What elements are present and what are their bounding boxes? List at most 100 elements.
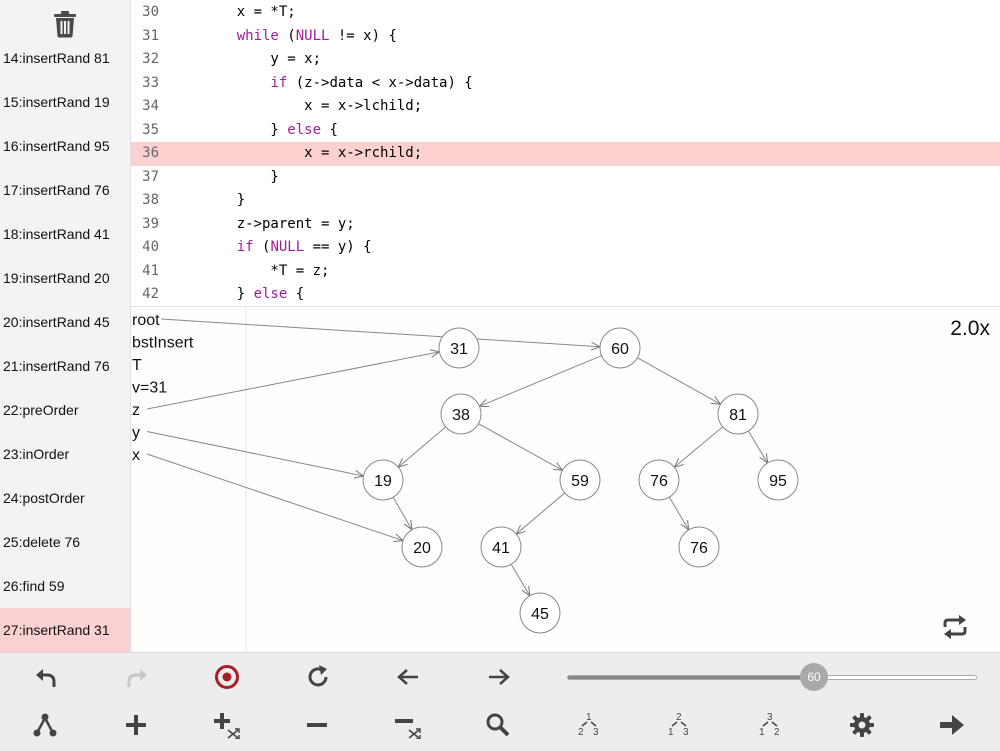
step-slider[interactable]: 60 (567, 663, 977, 691)
tree-node[interactable] (638, 459, 680, 501)
history-item[interactable]: 14:insertRand 81 (3, 50, 110, 66)
line-number: 37 (142, 168, 159, 185)
code-text: while (NULL != x) { (236, 27, 397, 44)
svg-text:3: 3 (683, 727, 689, 738)
tree-node-label: 41 (492, 540, 510, 557)
plus-random-icon[interactable] (206, 705, 246, 745)
history-item[interactable]: 23:inOrder (3, 446, 70, 462)
history-item[interactable]: 20:insertRand 45 (3, 314, 110, 330)
history-item[interactable]: 22:preOrder (3, 402, 79, 418)
tree-node[interactable] (678, 526, 720, 568)
tree-edge (479, 355, 602, 407)
code-text: x = x->rchild; (203, 145, 423, 161)
gear-icon[interactable] (842, 705, 882, 745)
tree-node-label: 76 (650, 473, 668, 490)
tree-edge (747, 430, 767, 463)
tree-node[interactable] (440, 393, 482, 435)
line-number: 42 (142, 286, 159, 302)
svg-text:2: 2 (676, 712, 682, 723)
next-arrow-icon[interactable] (932, 705, 972, 745)
code-line: 36 x = x->rchild; (131, 142, 1000, 166)
undo-icon[interactable] (26, 657, 66, 697)
variable-label: z (132, 402, 140, 419)
code-line: 30 x = *T; (131, 1, 1000, 25)
line-number: 30 (142, 4, 159, 20)
minus-random-icon[interactable] (387, 705, 427, 745)
arrow-right-icon[interactable] (479, 657, 519, 697)
refresh-icon[interactable] (298, 657, 338, 697)
line-number: 39 (142, 215, 159, 232)
line-number: 32 (142, 51, 159, 67)
line-number: 31 (142, 27, 159, 44)
zoom-level: 2.0x (950, 317, 990, 340)
history-item[interactable]: 21:insertRand 76 (3, 358, 110, 374)
tree-node-label: 59 (571, 473, 589, 490)
minus-icon[interactable] (297, 705, 337, 745)
tree-node[interactable] (757, 459, 799, 501)
code-line: 33 if (z->data < x->data) { (131, 72, 1000, 96)
code-text: if (NULL == y) { (236, 239, 372, 255)
tree-node[interactable] (599, 327, 641, 369)
pointer-arrow (160, 318, 600, 347)
tree-node[interactable] (519, 592, 561, 634)
search-icon[interactable] (478, 705, 518, 745)
code-line: 42 } else { (131, 283, 1000, 305)
code-text: x = x->lchild; (203, 98, 423, 114)
history-item[interactable]: 25:delete 76 (3, 534, 81, 550)
svg-text:1: 1 (586, 712, 592, 723)
code-line: 37 } (131, 166, 1000, 190)
code-text: x = *T; (203, 4, 296, 20)
tree-node[interactable] (438, 327, 480, 369)
trash-icon[interactable] (52, 10, 78, 38)
tree-node[interactable] (480, 526, 522, 568)
tree-node[interactable] (717, 393, 759, 435)
code-text: if (z->data < x->data) { (270, 74, 473, 91)
tree-node-label: 19 (374, 473, 392, 490)
variable-label: T (132, 357, 142, 374)
code-line: 34 x = x->lchild; (131, 95, 1000, 119)
tree-edge (510, 563, 530, 596)
history-item[interactable]: 26:find 59 (3, 578, 65, 594)
history-sidebar: 14:insertRand 81 15:insertRand 19 16:inser… (0, 0, 131, 652)
tree-node[interactable] (401, 526, 443, 568)
pointer-arrow (146, 431, 363, 476)
variable-label: root (132, 312, 160, 329)
plus-icon[interactable] (116, 705, 156, 745)
code-text: *T = z; (203, 262, 330, 279)
slider-thumb[interactable]: 60 (800, 663, 828, 691)
redo-icon[interactable] (117, 657, 157, 697)
variable-label: v=31 (132, 380, 167, 397)
history-item[interactable]: 18:insertRand 41 (3, 226, 110, 242)
history-item[interactable]: 17:insertRand 76 (3, 182, 110, 198)
history-item[interactable]: 16:insertRand 95 (3, 138, 110, 154)
arrow-left-icon[interactable] (388, 657, 428, 697)
code-text: z->parent = y; (203, 215, 355, 232)
line-number: 34 (142, 98, 159, 114)
record-icon[interactable] (207, 657, 247, 697)
code-line: 41 *T = z; (131, 260, 1000, 284)
history-item[interactable]: 27:insertRand 31 (0, 608, 130, 652)
code-line: 31 while (NULL != x) { (131, 25, 1000, 49)
tree-node[interactable] (559, 459, 601, 501)
code-text: y = x; (203, 51, 322, 67)
tree-node[interactable] (362, 459, 404, 501)
tree-edge (478, 423, 562, 471)
code-line: 32 y = x; (131, 48, 1000, 72)
slider-fill (568, 676, 814, 679)
svg-text:1: 1 (668, 727, 674, 738)
tree-edge (392, 497, 412, 529)
history-item[interactable]: 24:postOrder (3, 490, 85, 506)
line-number: 40 (142, 239, 159, 255)
line-number: 36 (142, 145, 159, 161)
history-item[interactable]: 15:insertRand 19 (3, 94, 110, 110)
code-line: 38 } (131, 189, 1000, 213)
tree-icon[interactable] (25, 705, 65, 745)
tree-edge (516, 492, 566, 534)
variable-label: y (132, 425, 140, 442)
history-item[interactable]: 19:insertRand 20 (3, 270, 110, 286)
